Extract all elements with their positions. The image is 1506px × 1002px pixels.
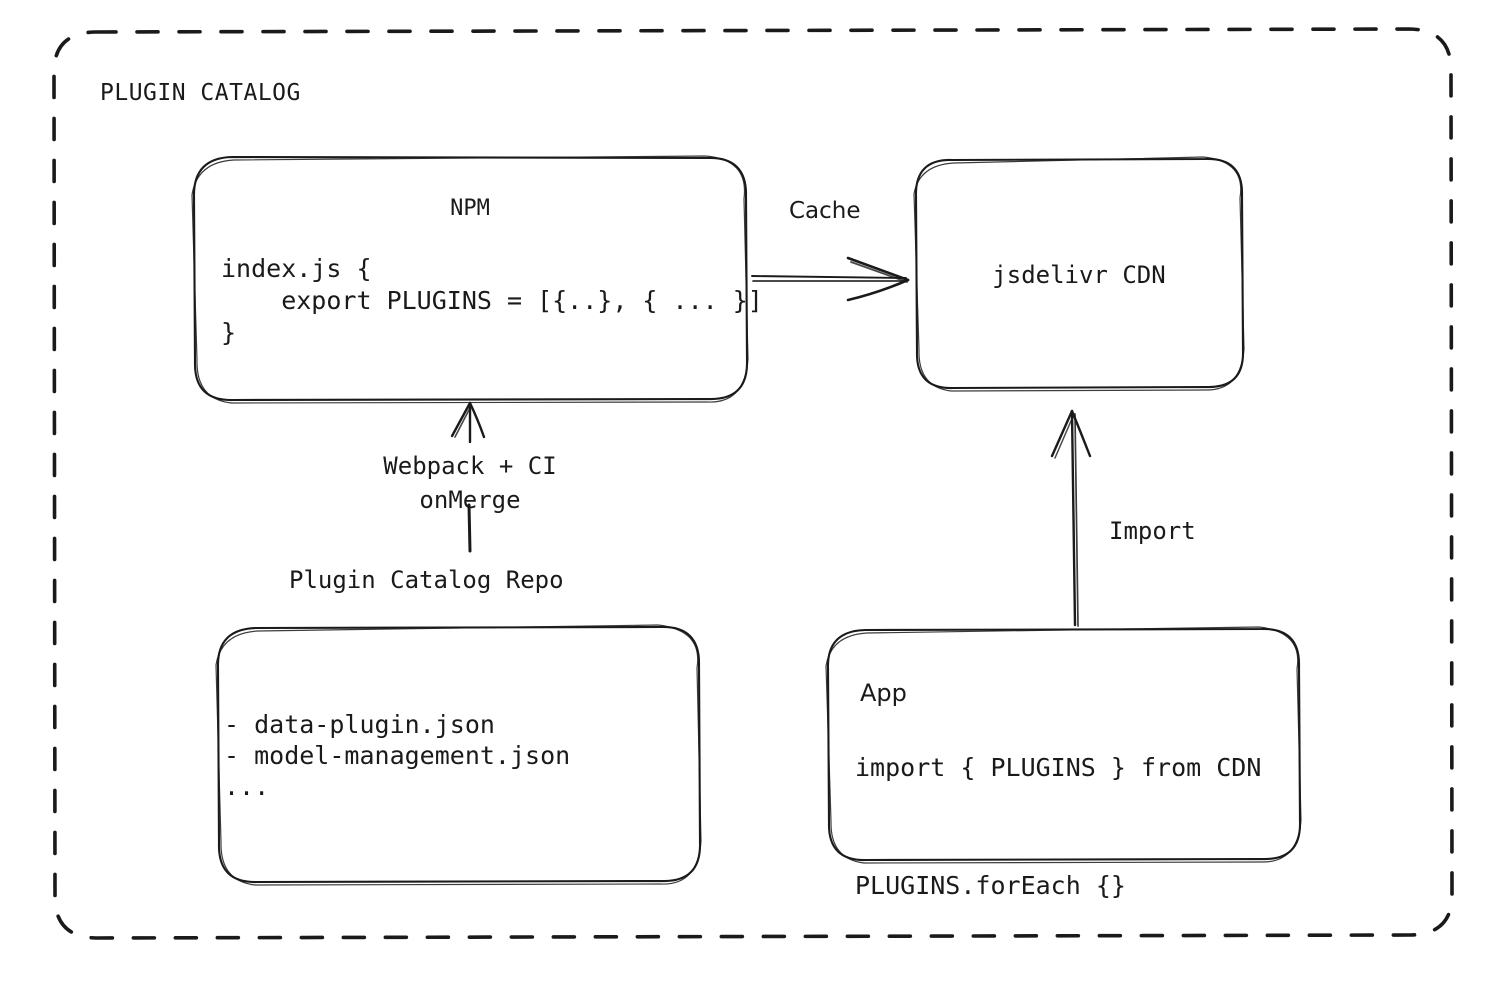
edge-label-import: Import [1109, 517, 1196, 545]
npm-node-title: NPM [450, 196, 490, 221]
repo-node-caption: Plugin Catalog Repo [289, 566, 564, 594]
app-node-title: App [860, 679, 907, 707]
repo-node-file-list: - data-plugin.json - model-management.js… [224, 710, 571, 801]
edge-label-cache: Cache [789, 198, 861, 224]
npm-node-code: index.js { export PLUGINS = [{..}, { ...… [221, 254, 763, 347]
app-node-code: import { PLUGINS } from CDN PLUGINS.forE… [855, 753, 1262, 900]
page-title: PLUGIN CATALOG [100, 80, 301, 106]
edge-arrow-cache [751, 256, 910, 302]
cdn-node-label: jsdelivr CDN [992, 261, 1166, 289]
edge-label-webpack-ci: Webpack + CI onMerge [383, 452, 557, 514]
edge-arrow-import [1050, 409, 1092, 627]
